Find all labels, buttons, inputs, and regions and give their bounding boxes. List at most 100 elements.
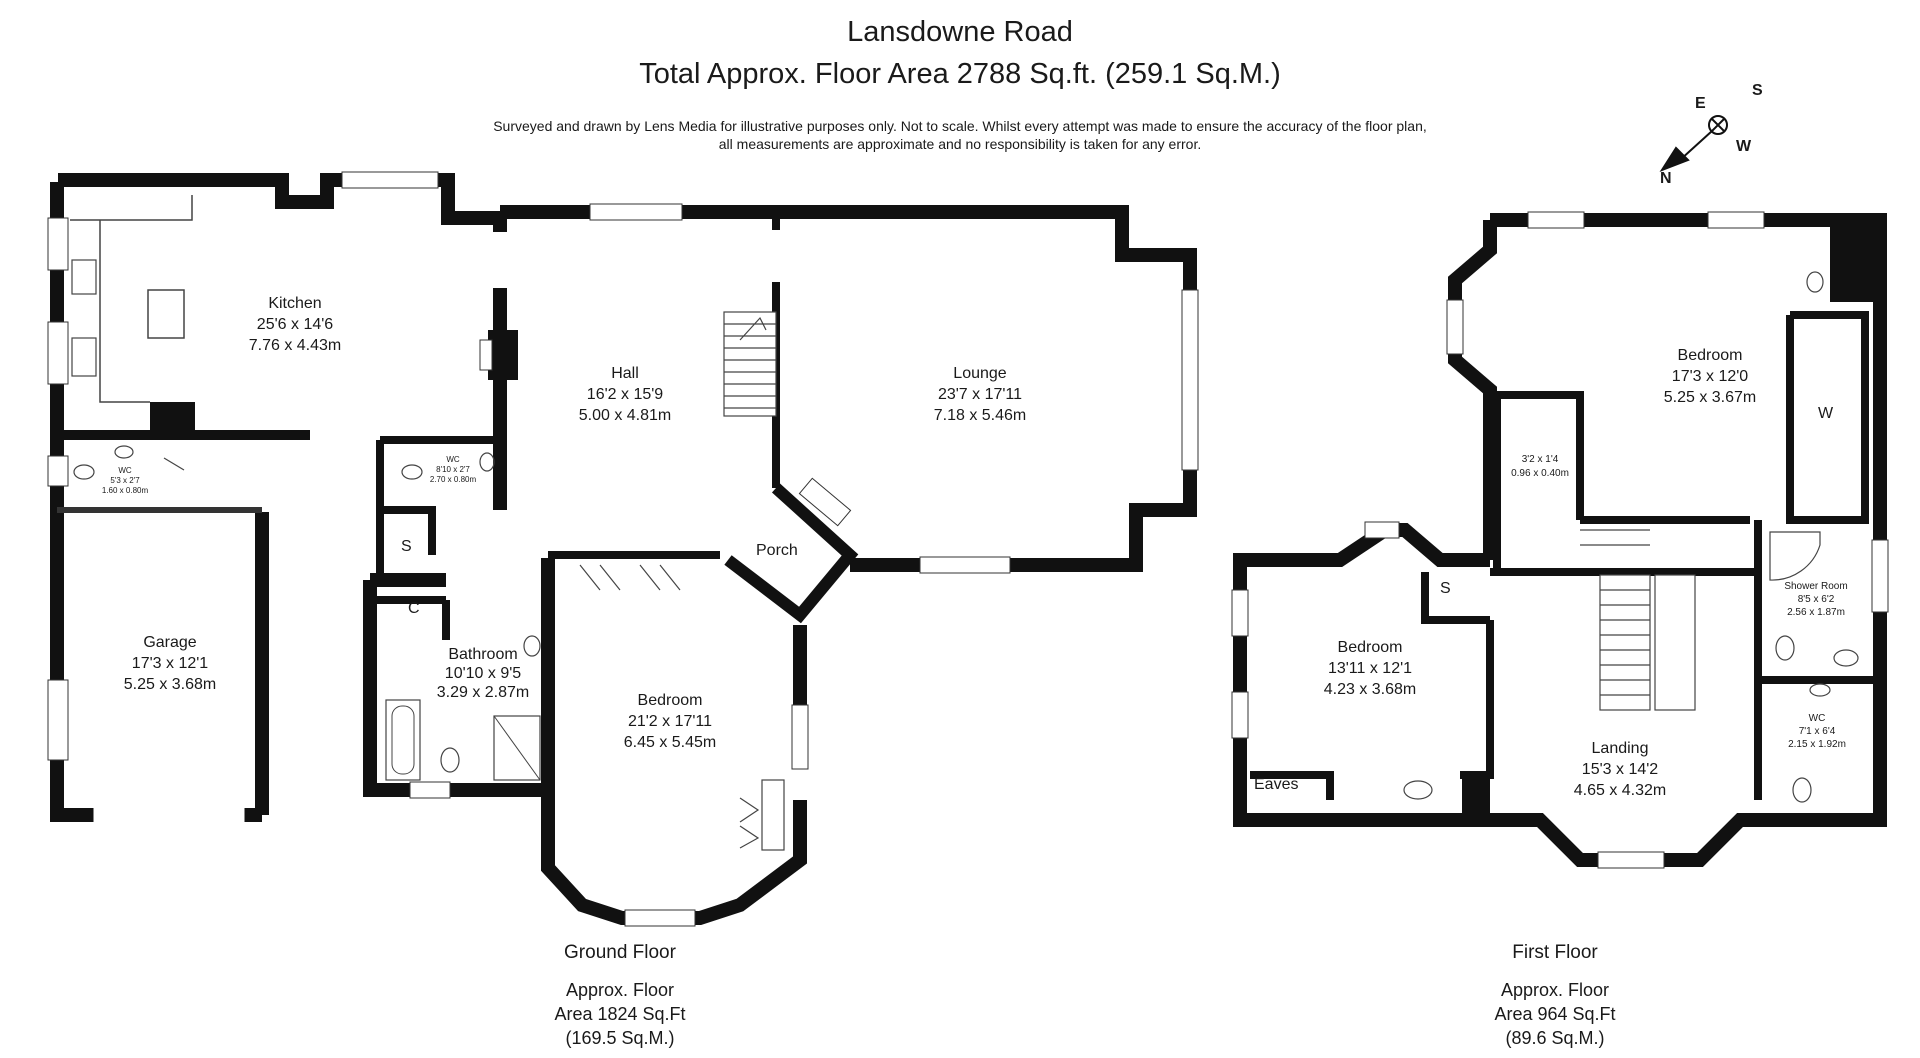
area-line: Area 964 Sq.Ft (1494, 1004, 1616, 1024)
room-wardrobe: W (1818, 405, 1834, 422)
room-imperial: 23'7 x 17'11 (937, 386, 1023, 403)
basin-icon (479, 452, 495, 472)
room-metric: 2.70 x 0.80m (429, 475, 477, 484)
area-line: (169.5 Sq.M.) (565, 1028, 675, 1048)
basin-icon (523, 635, 541, 657)
room-name: WC (446, 455, 460, 464)
room-metric: 7.76 x 4.43m (248, 337, 342, 354)
window (919, 556, 1011, 574)
room-landing: Landing 15'3 x 14'2 4.65 x 4.32m (1550, 738, 1690, 801)
toilet-icon (73, 464, 95, 480)
shower-quadrant-icon (1769, 531, 1821, 581)
ground-floor-caption: Ground Floor (564, 942, 676, 963)
room-metric: 6.45 x 5.45m (623, 734, 717, 751)
room-metric: 4.65 x 4.32m (1573, 782, 1667, 799)
first-floor-plan (1231, 211, 1889, 869)
room-wc-first: WC 7'1 x 6'4 2.15 x 1.92m (1772, 712, 1862, 751)
basin-icon (1403, 780, 1433, 800)
room-metric: 0.96 x 0.40m (1511, 468, 1569, 479)
disclaimer-line-2: all measurements are approximate and no … (718, 136, 1202, 152)
room-metric: 2.15 x 1.92m (1788, 739, 1846, 750)
room-bedroom-ground: Bedroom 21'2 x 17'11 6.45 x 5.45m (600, 690, 740, 753)
room-hall: Hall 16'2 x 15'9 5.00 x 4.81m (555, 363, 695, 426)
room-name: Lounge (953, 365, 1007, 382)
window (1231, 589, 1249, 637)
kitchen-island (147, 289, 185, 339)
room-name: WC (118, 466, 132, 475)
window (47, 679, 69, 761)
window (341, 171, 439, 189)
room-bathroom: Bathroom 10'10 x 9'5 3.29 x 2.87m (418, 645, 548, 702)
window (791, 704, 809, 770)
room-imperial: 8'10 x 2'7 (436, 465, 470, 474)
room-metric: 3.29 x 2.87m (436, 684, 530, 701)
toilet-icon (401, 464, 423, 480)
window (1871, 539, 1889, 613)
window (409, 781, 451, 799)
shower-tray-icon (493, 715, 541, 781)
room-cupboard: C (408, 600, 420, 617)
garage-door-opening (93, 804, 245, 826)
room-metric: 5.25 x 3.67m (1663, 389, 1757, 406)
room-metric: 5.00 x 4.81m (578, 407, 672, 424)
room-wc-ground-2: WC 8'10 x 2'7 2.70 x 0.80m (418, 455, 488, 485)
compass-icon (1659, 115, 1728, 173)
compass-n: N (1660, 170, 1672, 187)
chimney-breast (150, 402, 195, 436)
fireplace-hearth (479, 339, 493, 371)
room-bedroom-second: Bedroom 13'11 x 12'1 4.23 x 3.68m (1300, 637, 1440, 700)
room-metric: 1.60 x 0.80m (101, 486, 149, 495)
window (1597, 851, 1665, 869)
room-imperial: 13'11 x 12'1 (1327, 660, 1413, 677)
compass-e: E (1695, 95, 1706, 112)
basin-icon (1806, 271, 1824, 293)
disclaimer-line-1: Surveyed and drawn by Lens Media for ill… (493, 118, 1427, 134)
wardrobe (761, 779, 785, 851)
ground-floor-area: Approx. Floor Area 1824 Sq.Ft (169.5 Sq.… (520, 978, 720, 1050)
room-name: Bedroom (637, 692, 703, 709)
area-line: (89.6 Sq.M.) (1505, 1028, 1605, 1048)
room-imperial: 16'2 x 15'9 (586, 386, 664, 403)
plan-subtitle: Total Approx. Floor Area 2788 Sq.ft. (25… (639, 58, 1281, 90)
room-metric: 4.23 x 3.68m (1323, 681, 1417, 698)
toilet-icon (1792, 777, 1812, 803)
ground-floor-plan (47, 171, 1199, 927)
room-name: Landing (1591, 740, 1649, 757)
room-bedroom-main: Bedroom 17'3 x 12'0 5.25 x 3.67m (1640, 345, 1780, 408)
room-imperial: 3'2 x 1'4 (1521, 454, 1559, 465)
sink-icon (71, 337, 97, 377)
chimney-stack (1830, 222, 1880, 302)
fireplace (488, 330, 518, 380)
room-porch: Porch (756, 542, 798, 559)
room-name: Bedroom (1337, 639, 1403, 656)
toilet-icon (440, 747, 460, 773)
room-garage: Garage 17'3 x 12'1 5.25 x 3.68m (90, 632, 250, 695)
staircase (723, 311, 777, 417)
window (1231, 691, 1249, 739)
room-imperial: 8'5 x 6'2 (1797, 594, 1835, 605)
bay-window (1181, 289, 1199, 471)
area-line: Area 1824 Sq.Ft (554, 1004, 686, 1024)
room-imperial: 25'6 x 14'6 (256, 316, 334, 333)
room-name: Shower Room (1784, 581, 1848, 592)
bath-icon (385, 699, 421, 781)
window (1527, 211, 1585, 229)
area-line: Approx. Floor (1500, 980, 1610, 1000)
room-closet: 3'2 x 1'4 0.96 x 0.40m (1500, 453, 1580, 481)
chimney-breast (1462, 774, 1490, 820)
room-imperial: 5'3 x 2'7 (110, 476, 140, 485)
room-imperial: 10'10 x 9'5 (444, 665, 522, 682)
first-floor-area: Approx. Floor Area 964 Sq.Ft (89.6 Sq.M.… (1455, 978, 1655, 1050)
room-kitchen: Kitchen 25'6 x 14'6 7.76 x 4.43m (215, 293, 375, 356)
room-lounge: Lounge 23'7 x 17'11 7.18 x 5.46m (900, 363, 1060, 426)
room-imperial: 17'3 x 12'0 (1671, 368, 1749, 385)
window (1364, 521, 1400, 539)
basin-icon (1833, 649, 1859, 667)
window (1446, 299, 1464, 355)
toilet-icon (1775, 635, 1795, 661)
window (589, 203, 683, 221)
window (47, 217, 69, 271)
room-store-first: S (1440, 580, 1451, 597)
room-store-ground: S (401, 538, 412, 555)
